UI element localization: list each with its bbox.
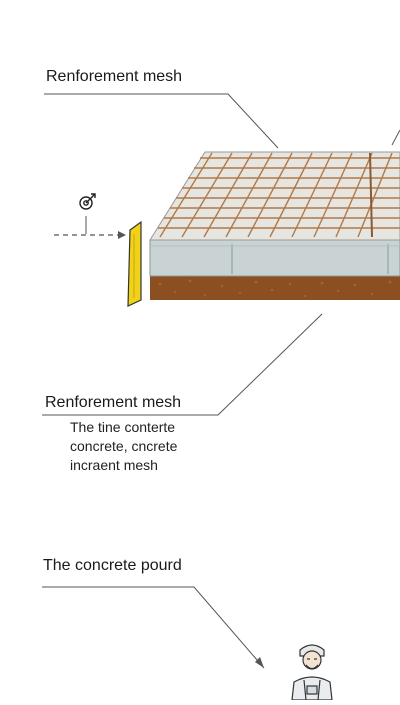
caption-line-1: The tine conterte: [70, 419, 176, 435]
mesh-seam: [369, 152, 373, 238]
caption-line-3: incraent mesh: [70, 457, 158, 473]
label-reinforcement-mesh-middle: Renforement mesh: [45, 394, 182, 411]
label-concrete-pour: The concrete pourd: [43, 557, 182, 574]
soil-layer: [150, 276, 400, 300]
leader-line-bottom: [42, 586, 265, 669]
reinforcement-mesh: [158, 152, 400, 238]
leader-line-top: [44, 93, 279, 149]
dashed-pointer-arrowhead: [118, 231, 126, 239]
arrowhead-bottom: [255, 657, 264, 668]
target-icon: [79, 193, 96, 210]
worker-figure: [291, 644, 333, 701]
caption-line-2: concrete, cncrete: [70, 438, 178, 454]
label-reinforcement-mesh-top: Renforement mesh: [46, 68, 183, 85]
soil-texture: [158, 279, 392, 298]
leader-line-middle: [42, 313, 323, 416]
leader-line-top-right: [391, 129, 400, 146]
slab-side-face: [149, 239, 400, 277]
mesh-caption: The tine conterte concrete, cncrete incr…: [70, 418, 177, 475]
